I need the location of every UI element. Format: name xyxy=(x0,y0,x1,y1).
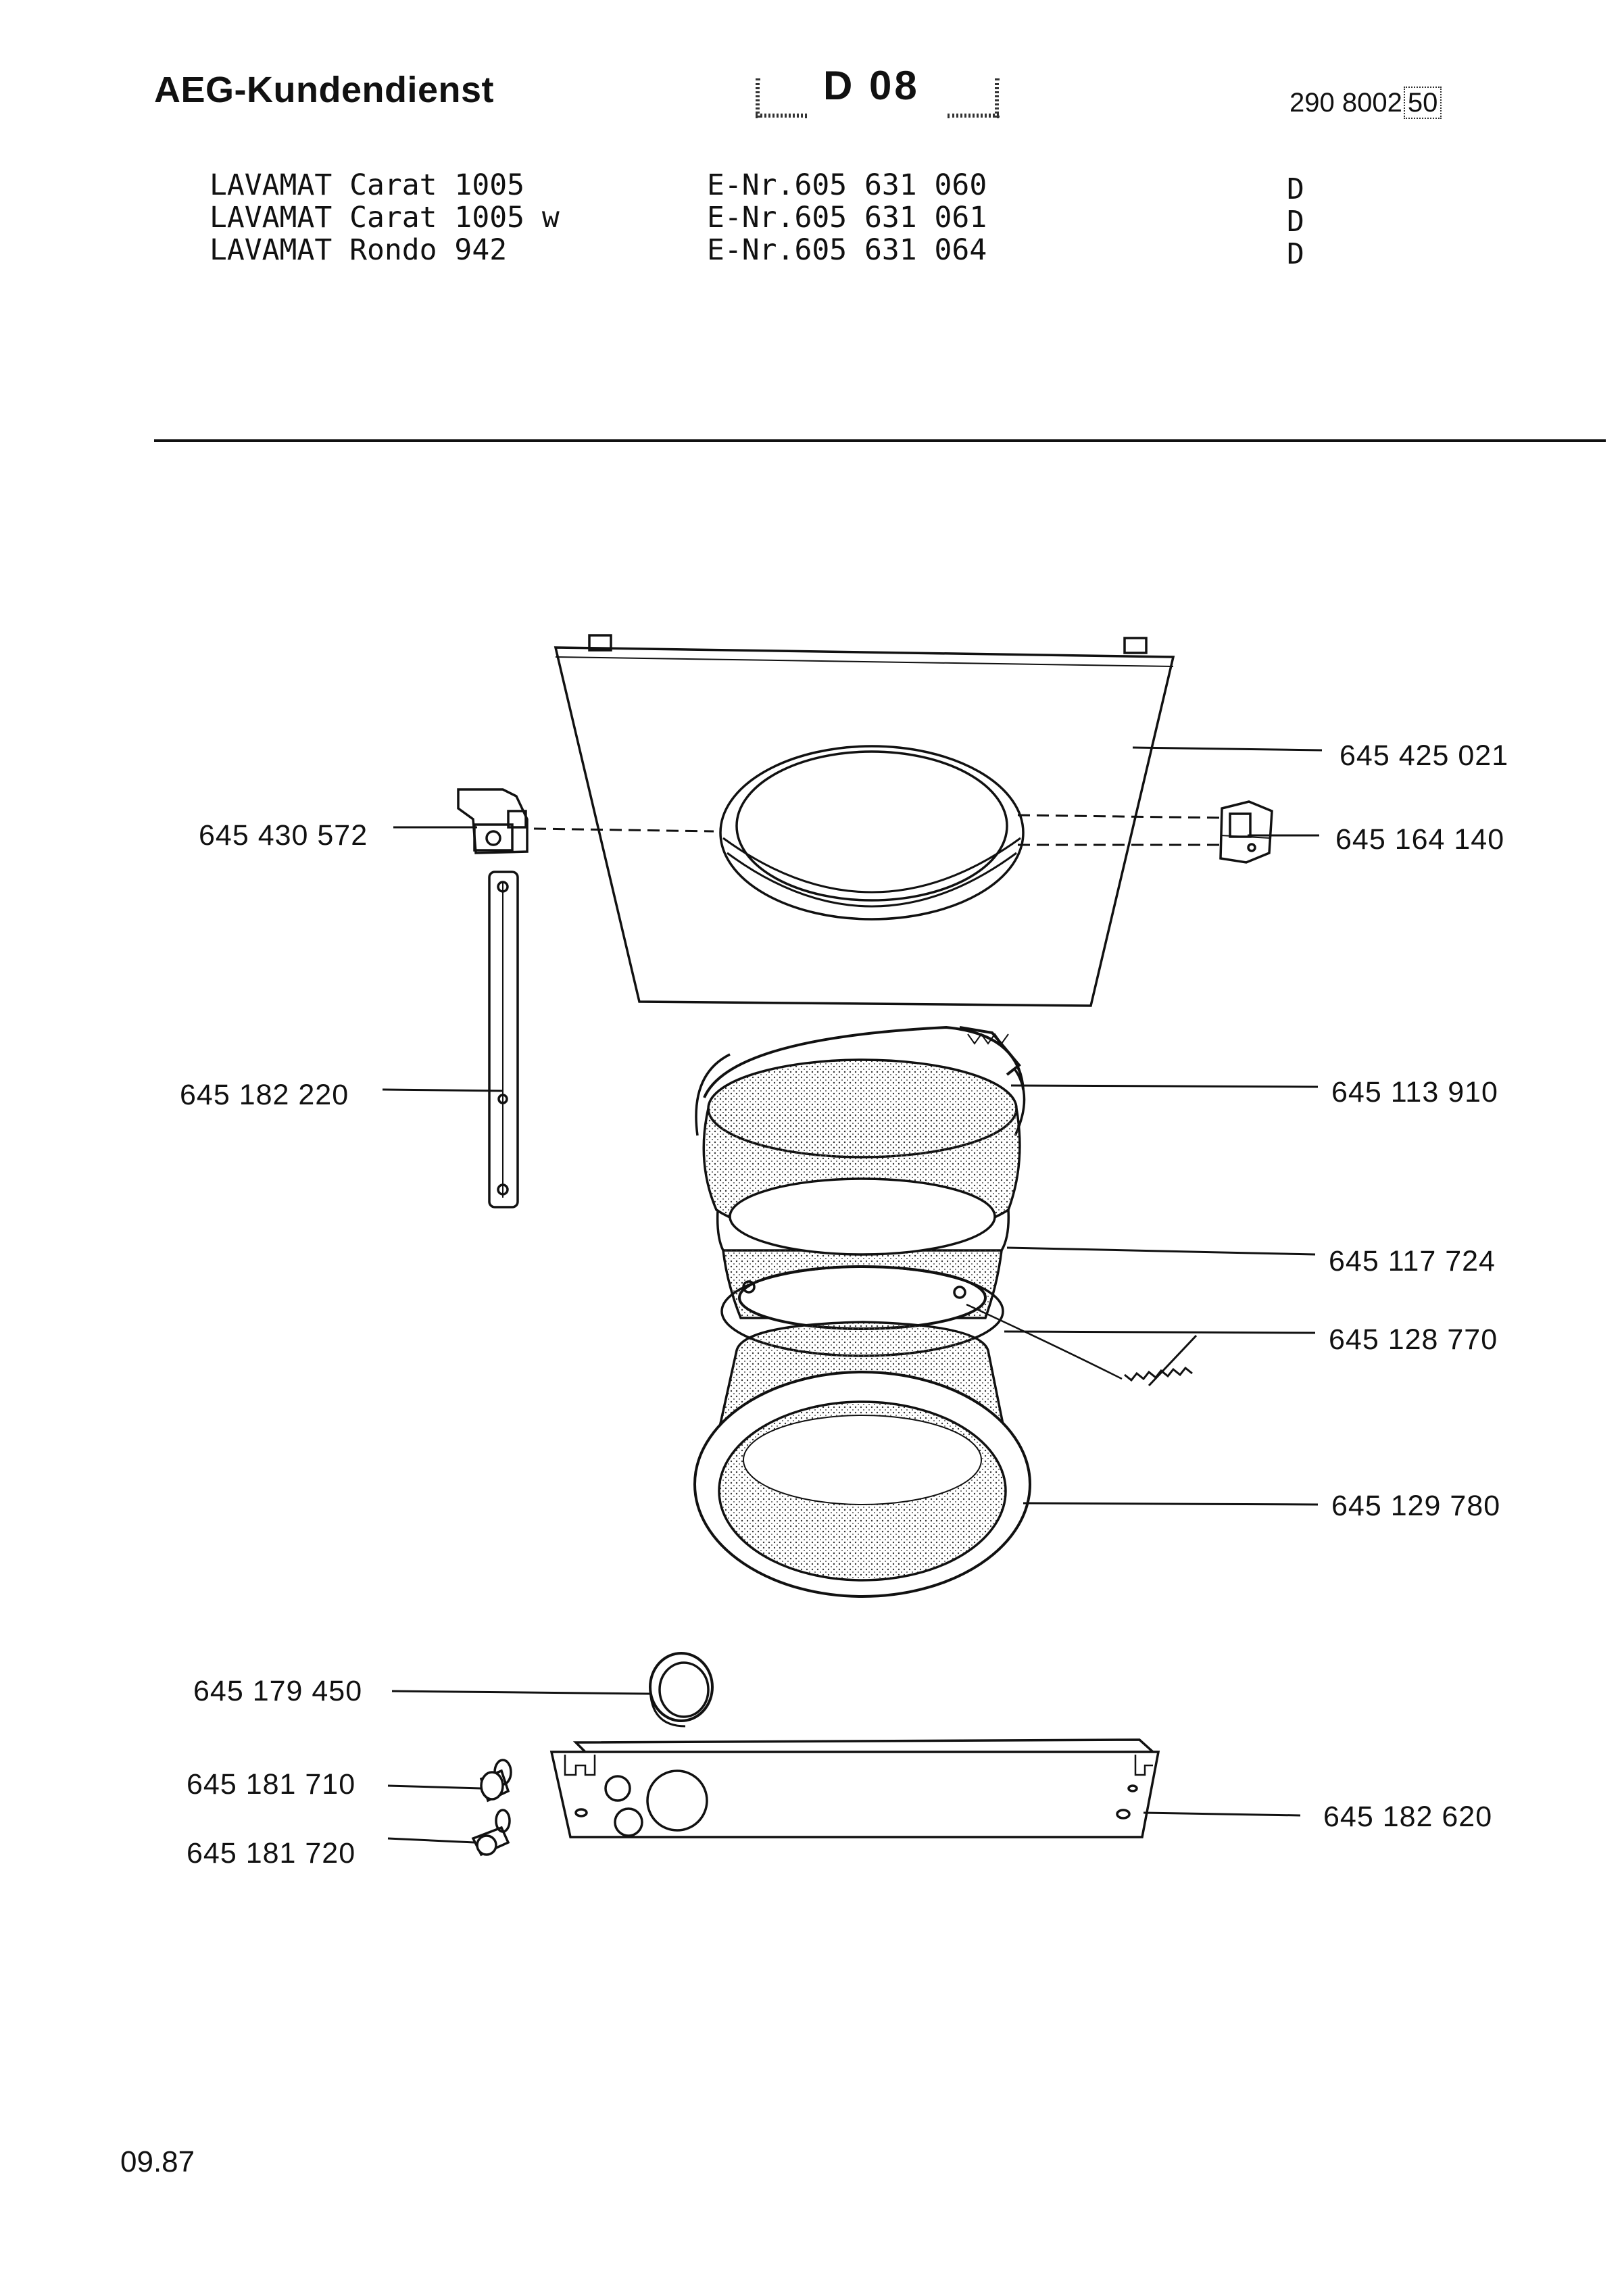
model-name: LAVAMAT Carat 1005 xyxy=(210,168,524,202)
projection-line xyxy=(1017,814,1224,819)
door-funnel-part xyxy=(693,1321,1031,1598)
model-enr: E-Nr.605 631 060 xyxy=(707,168,987,202)
part-number-door-hinge: 645 430 572 xyxy=(199,819,368,852)
part-number-bottom-panel: 645 182 620 xyxy=(1323,1801,1493,1833)
model-enrs: E-Nr.605 631 060 E-Nr.605 631 061 E-Nr.6… xyxy=(707,169,987,266)
model-country: D xyxy=(1287,237,1304,271)
model-names: LAVAMAT Carat 1005 LAVAMAT Carat 1005 w … xyxy=(210,169,560,266)
sleeve-ring-part xyxy=(649,1652,714,1728)
part-number-door-lock: 645 164 140 xyxy=(1335,823,1505,856)
part-number-sleeve-ring: 645 179 450 xyxy=(193,1675,363,1707)
part-number-knob-a: 645 181 710 xyxy=(187,1768,356,1801)
knob-b-part xyxy=(471,1809,511,1857)
door-hinge-part xyxy=(457,788,529,854)
model-countries: D D D xyxy=(1287,173,1304,270)
projection-line xyxy=(533,827,714,833)
section-code-frame xyxy=(756,62,999,118)
hinge-bar-part xyxy=(488,871,519,1208)
bottom-panel-part xyxy=(549,1738,1160,1838)
knob-a-part xyxy=(479,1759,512,1803)
header-divider xyxy=(154,439,1606,442)
part-number-hinge-bar: 645 182 220 xyxy=(180,1079,349,1111)
document-number-main: 290 8002 xyxy=(1289,88,1402,118)
part-number-door-seal: 645 117 724 xyxy=(1329,1245,1496,1277)
model-enr: E-Nr.605 631 064 xyxy=(707,233,987,267)
document-number-suffix: 50 xyxy=(1403,87,1442,119)
leader-lines xyxy=(382,746,1323,1844)
part-number-door-funnel: 645 129 780 xyxy=(1331,1490,1501,1522)
model-name: LAVAMAT Carat 1005 w xyxy=(210,201,560,235)
door-lock-part xyxy=(1219,800,1273,864)
model-name: LAVAMAT Rondo 942 xyxy=(210,233,508,267)
model-enr: E-Nr.605 631 061 xyxy=(707,201,987,235)
front-panel-part xyxy=(554,634,1175,1007)
footer-date: 09.87 xyxy=(120,2145,195,2178)
part-number-seal-spring: 645 128 770 xyxy=(1329,1323,1498,1356)
model-country: D xyxy=(1287,172,1304,206)
brand-title: AEG-Kundendienst xyxy=(154,70,494,110)
part-number-knob-b: 645 181 720 xyxy=(187,1837,356,1870)
seal-spring-part xyxy=(720,1265,1193,1382)
model-country: D xyxy=(1287,205,1304,239)
part-number-seal-clamp: 645 113 910 xyxy=(1331,1076,1498,1108)
part-number-front-panel: 645 425 021 xyxy=(1340,739,1509,772)
section-code: D 08 xyxy=(823,63,920,108)
